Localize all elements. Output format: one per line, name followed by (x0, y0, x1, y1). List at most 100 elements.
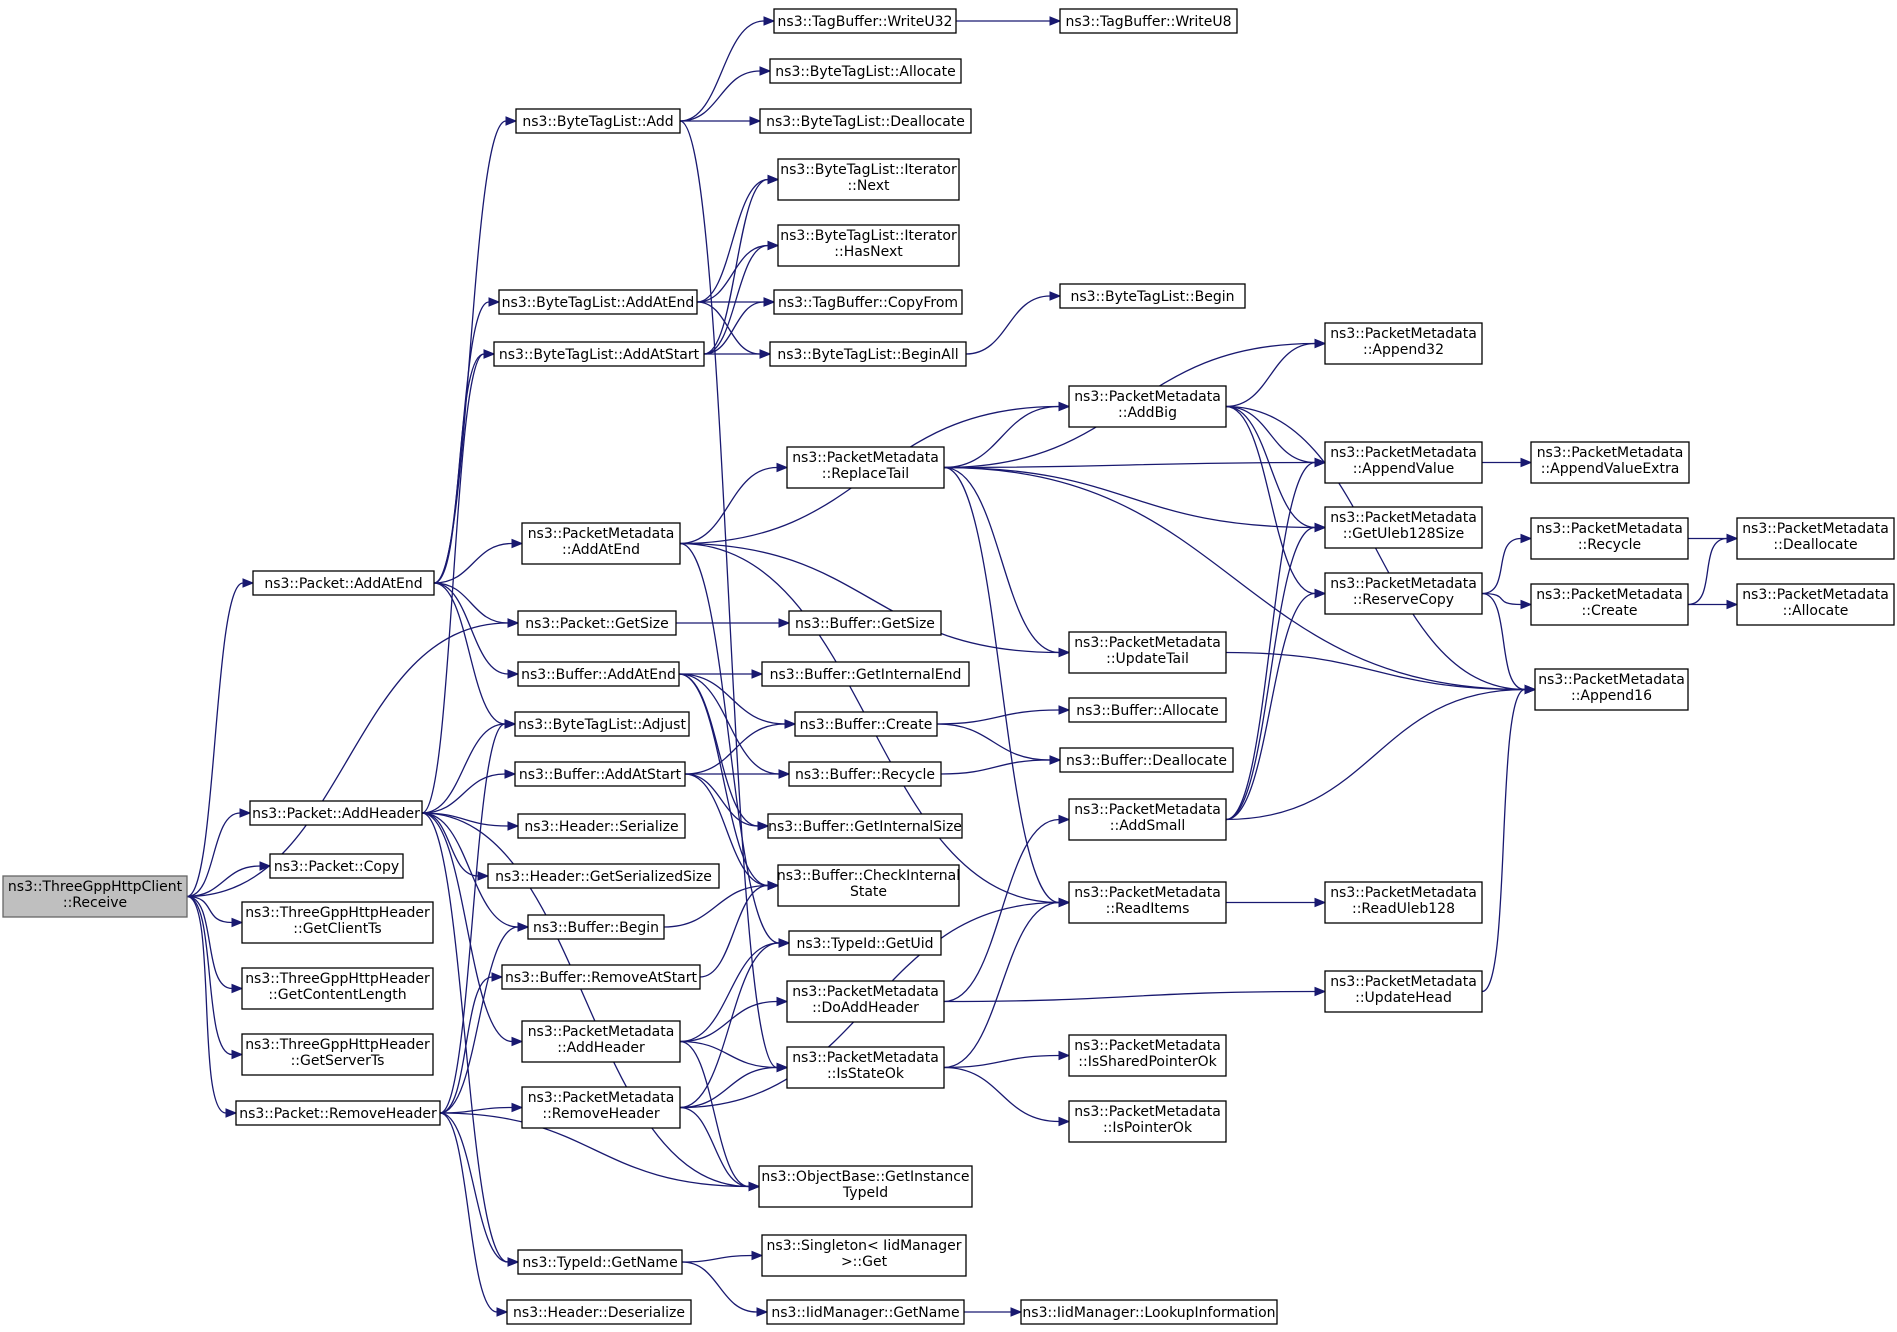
edge-pm-isstateok-to-pm-readitems (943, 897, 1071, 1069)
node-pkt-removeheader[interactable]: ns3::Packet::RemoveHeader (235, 1100, 441, 1126)
node-pm-appendvalue[interactable]: ns3::PacketMetadata::AppendValue (1324, 441, 1483, 484)
node-hdr-serverts[interactable]: ns3::ThreeGppHttpHeader::GetServerTs (241, 1033, 434, 1076)
node-label: ns3::PacketMetadata (1074, 389, 1221, 405)
edge-btl-add-to-pm-isstateok (679, 120, 789, 1073)
node-pm-issharedpointerok[interactable]: ns3::PacketMetadata::IsSharedPointerOk (1068, 1034, 1227, 1077)
node-box (487, 863, 720, 889)
node-label: ns3::ByteTagList::AddAtStart (499, 347, 700, 363)
node-label: ns3::Buffer::Recycle (795, 767, 935, 783)
node-label: ::AddHeader (557, 1040, 645, 1056)
node-label: ns3::PacketMetadata (1742, 521, 1889, 537)
node-pm-addatend[interactable]: ns3::PacketMetadata::AddAtEnd (521, 522, 681, 565)
node-pm-replacetail[interactable]: ns3::PacketMetadata::ReplaceTail (786, 446, 945, 489)
node-pm-doaddheader[interactable]: ns3::PacketMetadata::DoAddHeader (786, 980, 945, 1023)
node-iid-lookupinfo[interactable]: ns3::IidManager::LookupInformation (1020, 1299, 1278, 1325)
node-buf-begin[interactable]: ns3::Buffer::Begin (527, 914, 665, 940)
node-label: ns3::PacketMetadata (1074, 802, 1221, 818)
node-pm-addsmall[interactable]: ns3::PacketMetadata::AddSmall (1068, 798, 1227, 841)
node-pm-getuleb128size[interactable]: ns3::PacketMetadata::GetUleb128Size (1324, 506, 1483, 549)
node-btl-beginall[interactable]: ns3::ByteTagList::BeginAll (769, 341, 967, 367)
call-graph-edges (186, 16, 1739, 1317)
edge-btl-addatstart-to-btl-beginall (703, 349, 772, 359)
node-buf-addatend[interactable]: ns3::Buffer::AddAtEnd (517, 661, 680, 687)
node-typeid-getuid[interactable]: ns3::TypeId::GetUid (788, 930, 942, 956)
node-btl-addatend[interactable]: ns3::ByteTagList::AddAtEnd (498, 289, 698, 315)
node-hdr-serialize[interactable]: ns3::Header::Serialize (517, 813, 686, 839)
node-buf-getsize[interactable]: ns3::Buffer::GetSize (788, 610, 942, 636)
node-pm-removeheader[interactable]: ns3::PacketMetadata::RemoveHeader (521, 1086, 681, 1129)
node-buf-create[interactable]: ns3::Buffer::Create (794, 711, 938, 737)
node-label: ns3::IidManager::GetName (771, 1305, 959, 1321)
edge-receive-to-hdr-serverts (186, 895, 244, 1060)
node-singleton-get[interactable]: ns3::Singleton< IidManager >::Get (761, 1234, 967, 1277)
node-hdr-clientts[interactable]: ns3::ThreeGppHttpHeader::GetClientTs (241, 901, 434, 944)
node-hdr-deserialize[interactable]: ns3::Header::Deserialize (506, 1299, 692, 1325)
node-pkt-addatend[interactable]: ns3::Packet::AddAtEnd (252, 570, 435, 596)
node-buf-getinternalend[interactable]: ns3::Buffer::GetInternalEnd (761, 661, 970, 687)
edge-btl-addatend-to-btl-iter-next (696, 174, 780, 303)
node-box (269, 853, 404, 879)
node-btl-iter-hasnext[interactable]: ns3::ByteTagList::Iterator::HasNext (777, 224, 960, 267)
node-pm-updatehead[interactable]: ns3::PacketMetadata::UpdateHead (1324, 970, 1483, 1013)
edge-buf-removeatstart-to-buf-checkinternal (699, 880, 780, 978)
node-label: ns3::PacketMetadata (528, 1024, 675, 1040)
node-box (249, 800, 423, 826)
edge-pm-replacetail-to-pm-addbig (943, 401, 1071, 469)
edge-pm-doaddheader-to-pm-addsmall (943, 814, 1071, 1003)
node-btl-allocate[interactable]: ns3::ByteTagList::Allocate (769, 58, 962, 84)
node-label: ns3::PacketMetadata (1330, 510, 1477, 526)
node-pm-deallocate[interactable]: ns3::PacketMetadata::Deallocate (1736, 517, 1895, 560)
node-pkt-copy[interactable]: ns3::Packet::Copy (269, 853, 404, 879)
node-pm-ispointerok[interactable]: ns3::PacketMetadata::IsPointerOk (1068, 1100, 1227, 1143)
node-label: ns3::TagBuffer::CopyFrom (778, 295, 958, 311)
node-buf-deallocate[interactable]: ns3::Buffer::Deallocate (1059, 747, 1234, 773)
node-btl-begin[interactable]: ns3::ByteTagList::Begin (1059, 283, 1246, 309)
node-pm-readuleb128[interactable]: ns3::PacketMetadata::ReadUleb128 (1324, 881, 1483, 924)
node-btl-adjust[interactable]: ns3::ByteTagList::Adjust (514, 711, 690, 737)
node-label: ns3::Packet::Copy (274, 859, 399, 875)
edge-pkt-addheader-to-btl-addatstart (421, 349, 496, 814)
node-buf-recycle[interactable]: ns3::Buffer::Recycle (788, 761, 942, 787)
node-hdr-contentlen[interactable]: ns3::ThreeGppHttpHeader::GetContentLengt… (241, 967, 434, 1010)
node-tb-writeu32[interactable]: ns3::TagBuffer::WriteU32 (773, 8, 957, 34)
node-pm-allocate[interactable]: ns3::PacketMetadata::Allocate (1736, 583, 1895, 626)
node-pm-addbig[interactable]: ns3::PacketMetadata::AddBig (1068, 385, 1227, 428)
edge-btl-beginall-to-btl-begin (965, 291, 1062, 355)
node-hdr-getsersize[interactable]: ns3::Header::GetSerializedSize (487, 863, 720, 889)
node-pm-updatetail[interactable]: ns3::PacketMetadata::UpdateTail (1068, 631, 1227, 674)
node-buf-removeatstart[interactable]: ns3::Buffer::RemoveAtStart (501, 964, 701, 990)
node-pm-recycle[interactable]: ns3::PacketMetadata::Recycle (1530, 517, 1689, 560)
node-tb-writeu8[interactable]: ns3::TagBuffer::WriteU8 (1059, 8, 1238, 34)
edge-pm-appendvalue-to-pm-appendvalueextra (1481, 457, 1533, 468)
node-box (786, 1046, 945, 1089)
node-pm-readitems[interactable]: ns3::PacketMetadata::ReadItems (1068, 881, 1227, 924)
node-box (761, 1234, 967, 1277)
node-btl-addatstart[interactable]: ns3::ByteTagList::AddAtStart (493, 341, 705, 367)
node-pm-appendvalueextra[interactable]: ns3::PacketMetadata::AppendValueExtra (1530, 441, 1690, 484)
node-tb-copyfrom[interactable]: ns3::TagBuffer::CopyFrom (773, 289, 963, 315)
edge-pm-addsmall-to-pm-append16 (1225, 684, 1537, 821)
node-btl-deallocate[interactable]: ns3::ByteTagList::Deallocate (759, 108, 972, 134)
node-iid-getname[interactable]: ns3::IidManager::GetName (766, 1299, 965, 1325)
edge-buf-create-to-buf-allocate (936, 705, 1071, 725)
node-box (1534, 668, 1689, 711)
node-buf-getinternalsize[interactable]: ns3::Buffer::GetInternalSize (767, 813, 963, 839)
node-pkt-getsize[interactable]: ns3::Packet::GetSize (517, 610, 677, 636)
node-btl-add[interactable]: ns3::ByteTagList::Add (515, 108, 681, 134)
node-pm-reservecopy[interactable]: ns3::PacketMetadata::ReserveCopy (1324, 572, 1483, 615)
node-typeid-getname[interactable]: ns3::TypeId::GetName (517, 1249, 683, 1275)
node-pm-create[interactable]: ns3::PacketMetadata::Create (1530, 583, 1689, 626)
node-pm-addheader[interactable]: ns3::PacketMetadata::AddHeader (521, 1020, 681, 1063)
node-btl-iter-next[interactable]: ns3::ByteTagList::Iterator::Next (777, 158, 960, 201)
node-buf-addatstart[interactable]: ns3::Buffer::AddAtStart (514, 761, 686, 787)
node-box (786, 446, 945, 489)
node-box (1068, 1034, 1227, 1077)
node-pm-append32[interactable]: ns3::PacketMetadata::Append32 (1324, 322, 1483, 365)
node-pm-append16[interactable]: ns3::PacketMetadata::Append16 (1534, 668, 1689, 711)
node-pkt-addheader[interactable]: ns3::Packet::AddHeader (249, 800, 423, 826)
node-receive[interactable]: ns3::ThreeGppHttpClient::Receive (2, 875, 188, 918)
node-pm-isstateok[interactable]: ns3::PacketMetadata::IsStateOk (786, 1046, 945, 1089)
node-buf-allocate[interactable]: ns3::Buffer::Allocate (1068, 697, 1227, 723)
